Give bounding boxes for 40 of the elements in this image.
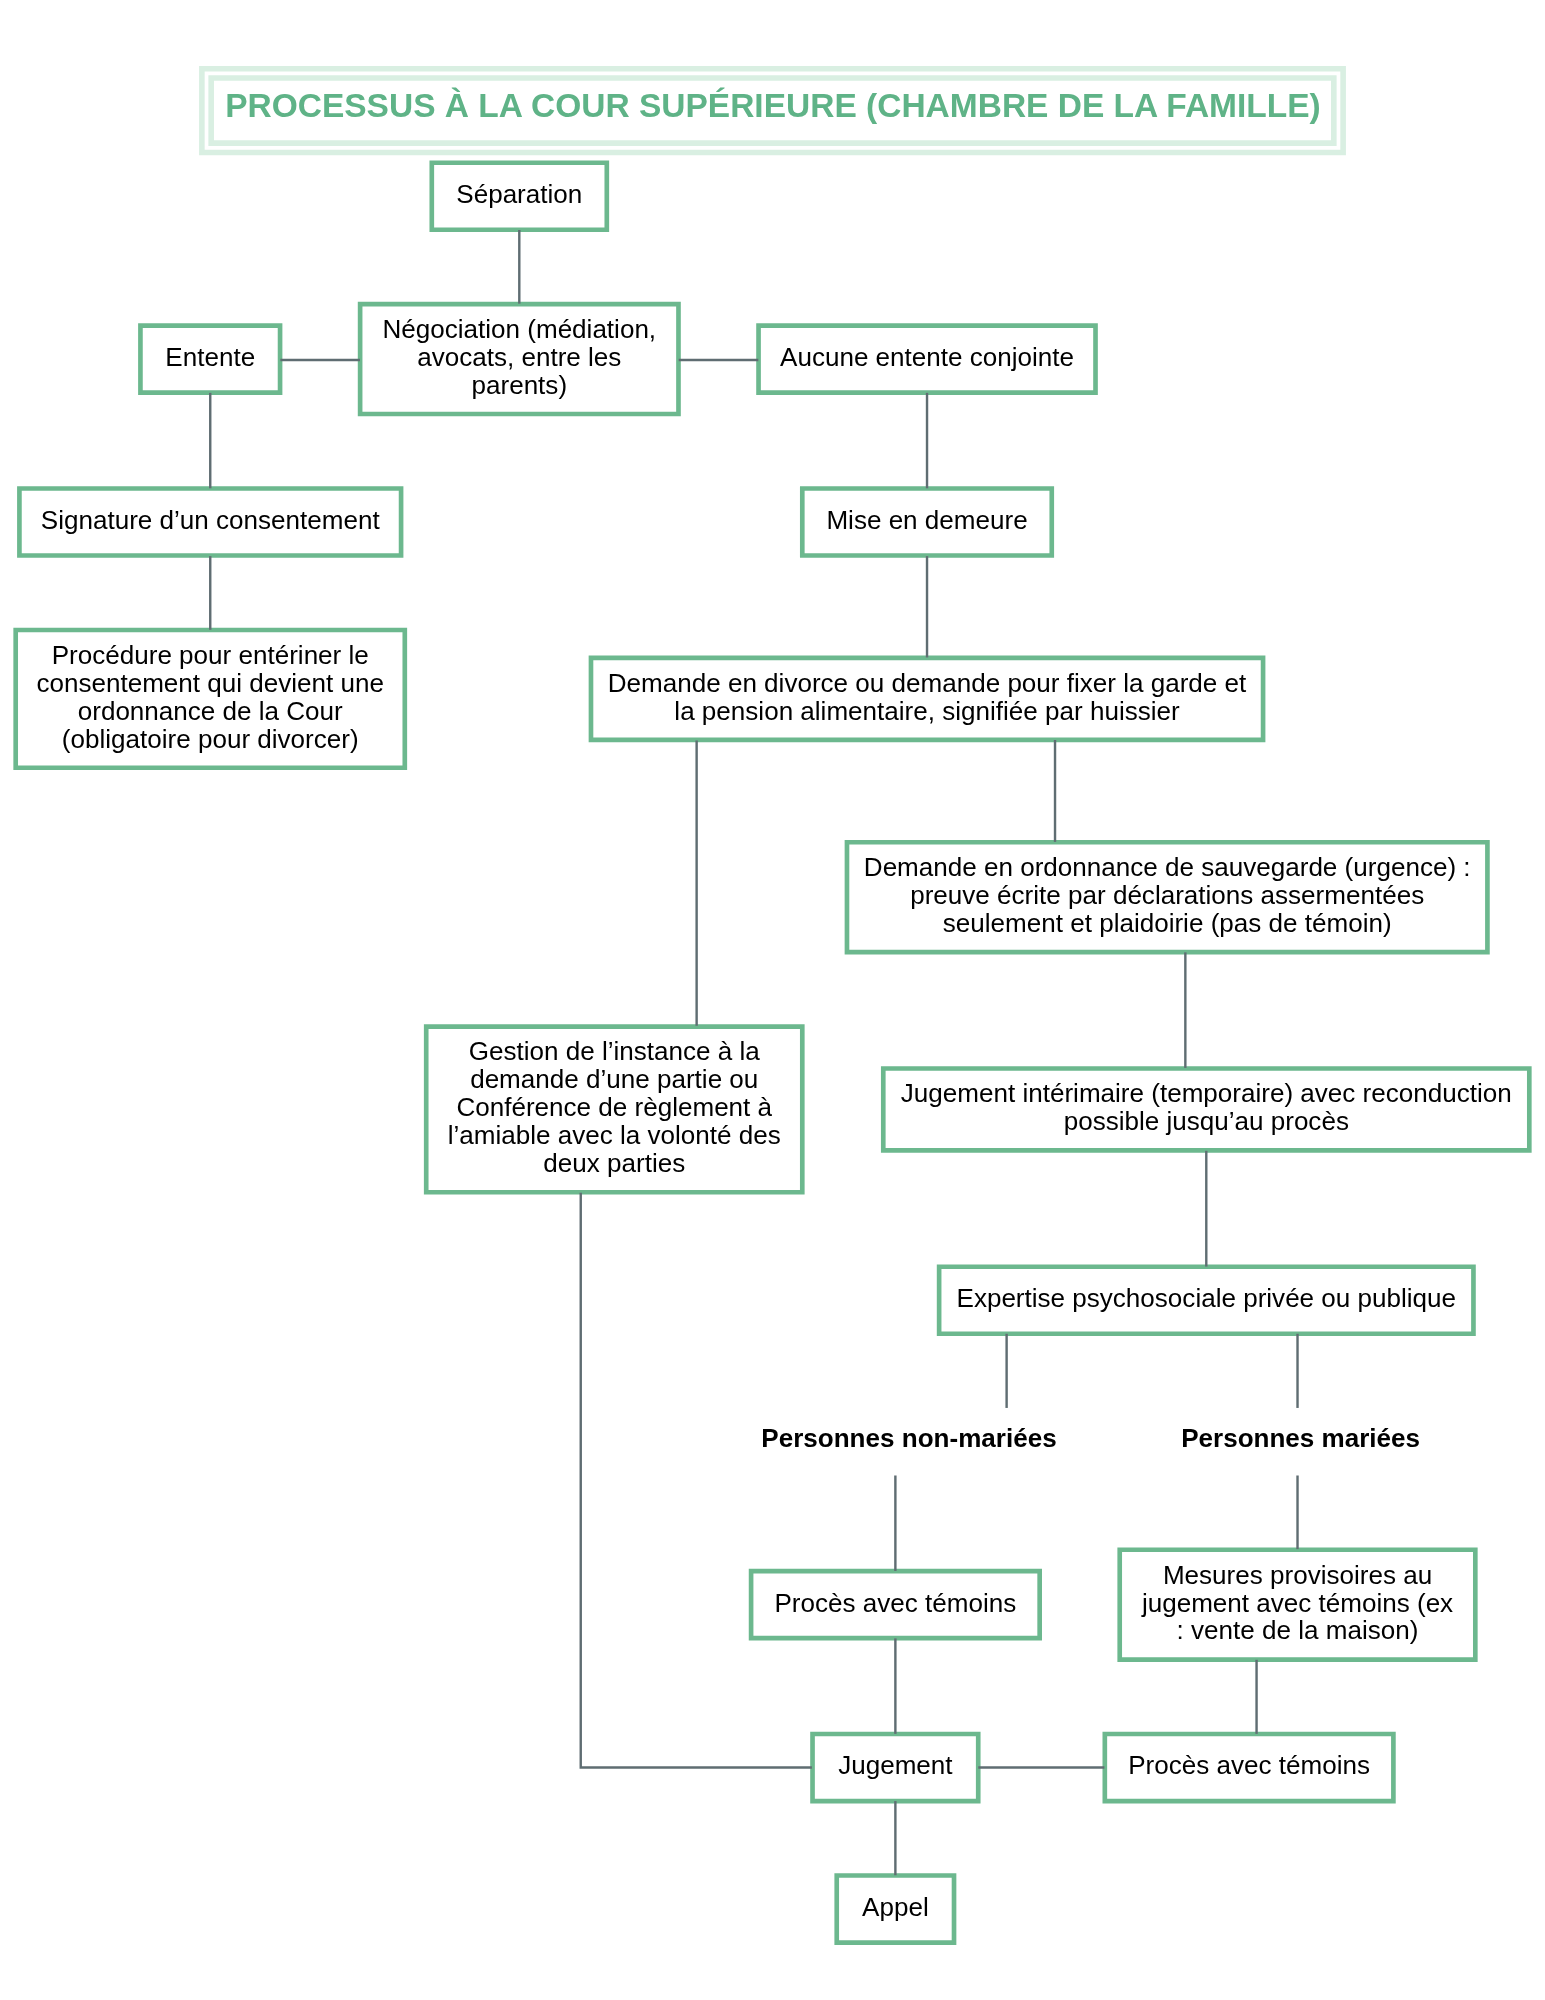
connector [1296,1475,1299,1549]
connector [518,229,521,304]
connector [280,358,360,361]
connector [678,358,759,361]
node-box: Jugement [810,1731,981,1803]
connector [1205,1150,1208,1267]
node-box: Procédure pour entériner le consentement qui devient une ordonnance de la Cour (obligatoire pour divorcer) [13,627,408,770]
node-text: Personnes mariées [1181,1422,1421,1453]
diagram-title: PROCESSUS À LA COUR SUPÉRIEURE (CHAMBRE DE LA FAMILLE) [225,86,1321,124]
node-box: Gestion de l’instance à la demande d’une partie ou Conférence de règlement à l’amiable avec la volonté des deux parties [423,1023,805,1195]
node-text: Personnes non-mariées [761,1422,1057,1453]
connector [1005,1333,1008,1408]
node-box: Mise en demeure [799,485,1055,558]
node-box: Demande en divorce ou demande pour fixer la garde et la pension alimentaire, signifiée par huissier [588,655,1266,742]
connector [579,1192,812,1769]
connector [1184,951,1187,1068]
connector [695,740,698,1026]
node-box: Entente [138,322,283,395]
connector [1296,1333,1299,1408]
node-box: Aucune entente conjointe [756,322,1098,395]
connector [925,392,929,488]
node-box: Jugement intérimaire (temporaire) avec reconduction possible jusqu’au procès [880,1065,1532,1153]
node-box: Appel [834,1872,957,1945]
node-box: Demande en ordonnance de sauvegarde (urgence) : preuve écrite par déclarations assermentées seulement et plaidoirie (pas de témoin) [844,839,1490,954]
connector [978,1765,1105,1769]
node-box: Procès avec témoins [1102,1731,1396,1803]
node-box: Signature d’un consentement [17,485,404,558]
connector [894,1637,897,1734]
node-box: Négociation (médiation, avocats, entre les parents) [357,301,681,416]
connector [894,1800,897,1875]
node-box: Expertise psychosociale privée ou publique [936,1263,1476,1336]
connector [1255,1659,1258,1734]
connector [209,555,212,630]
node-box: Séparation [429,159,610,232]
connector [925,555,929,657]
connector [1053,739,1057,842]
connector [894,1475,897,1571]
node-box: Mesures provisoires au jugement avec témoins (ex : vente de la maison) [1117,1546,1478,1662]
connector [209,392,212,488]
node-box: Procès avec témoins [748,1568,1042,1640]
